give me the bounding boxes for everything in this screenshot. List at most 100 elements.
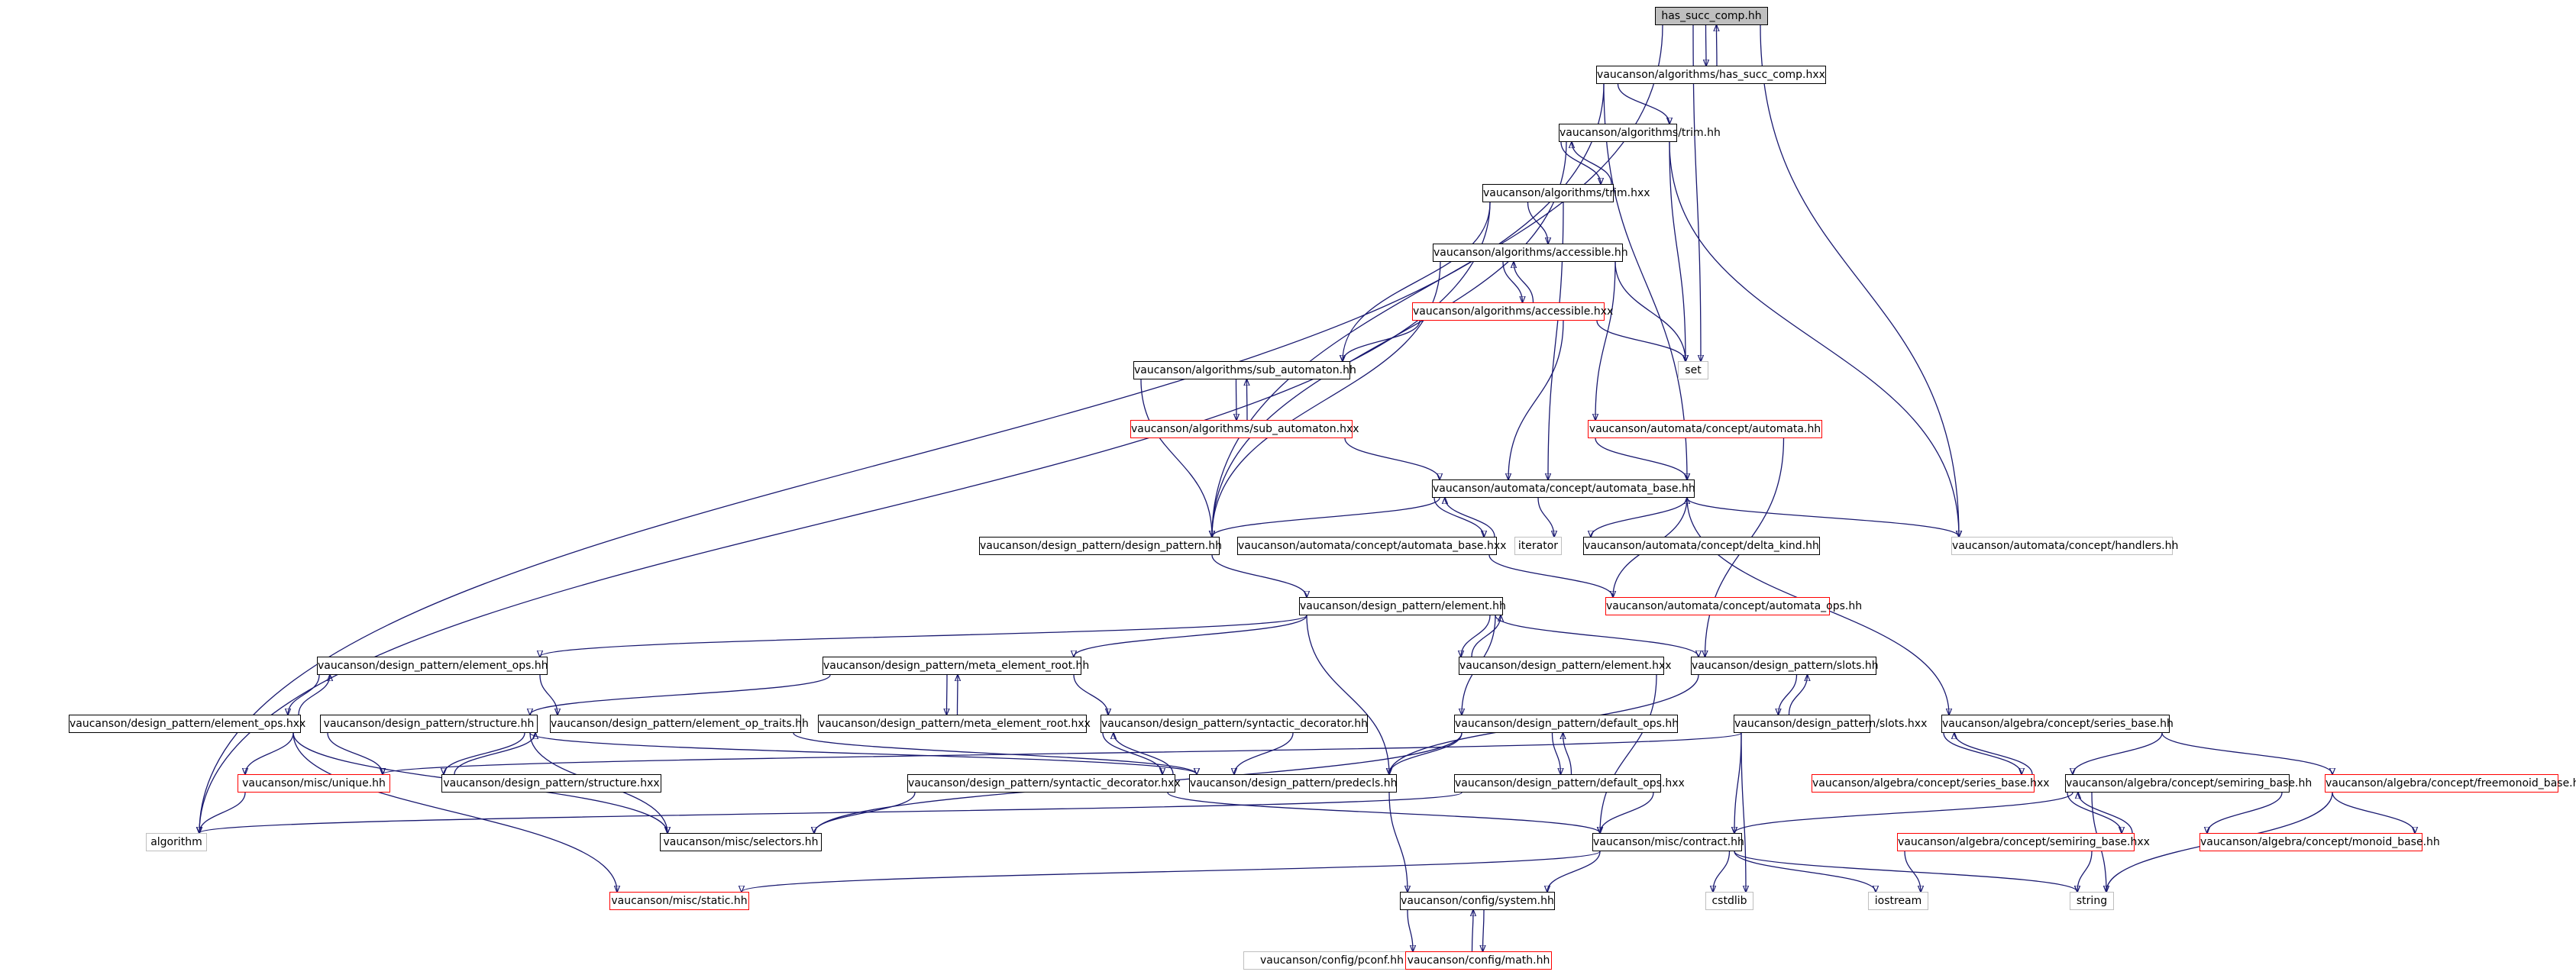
node-trim-hh[interactable]: vaucanson/algorithms/trim.hh: [1559, 124, 1721, 142]
node-syntactic-decorator-hh[interactable]: vaucanson/design_pattern/syntactic_decor…: [1101, 715, 1368, 733]
node-accessible-hxx[interactable]: vaucanson/algorithms/accessible.hxx: [1412, 302, 1613, 321]
edge-sub-automaton-hxx-to-sub-automaton-hh: [1247, 379, 1248, 421]
edge-element-ops-hxx-to-unique-hh: [245, 732, 294, 774]
edge-automata-hh-to-automata-base-hh: [1595, 437, 1687, 479]
edge-math-hh-to-system-hh: [1472, 910, 1474, 952]
node-iostream[interactable]: iostream: [1868, 892, 1928, 910]
node-system-hh[interactable]: vaucanson/config/system.hh: [1400, 892, 1555, 910]
edge-semiring-base-hh-to-contract-hh: [1734, 792, 2073, 833]
node-pconf-hh[interactable]: vaucanson/config/pconf.hh: [1243, 951, 1421, 970]
node-element-hh[interactable]: vaucanson/design_pattern/element.hh: [1299, 597, 1506, 615]
edge-element-hh-to-predecls-hh: [1306, 615, 1389, 774]
edge-system-hh-to-math-hh: [1483, 909, 1485, 951]
edge-element-ops-hh-to-element-ops-hxx: [288, 674, 320, 715]
edge-sub-automaton-hh-to-sub-automaton-hxx: [1236, 379, 1237, 420]
node-handlers-hh[interactable]: vaucanson/automata/concept/handlers.hh: [1951, 537, 2178, 555]
node-string[interactable]: string: [2070, 892, 2114, 910]
edge-has-succ-comp-hh-to-has-succ-comp-hxx: [1706, 24, 1707, 66]
node-automata-ops-hh[interactable]: vaucanson/automata/concept/automata_ops.…: [1605, 597, 1862, 615]
node-contract-hh[interactable]: vaucanson/misc/contract.hh: [1592, 833, 1744, 851]
edge-element-hh-to-element-ops-hh: [540, 615, 1307, 657]
node-cstdlib[interactable]: cstdlib: [1705, 892, 1753, 910]
edge-semiring-base-hxx-to-semiring-base-hh: [2078, 793, 2133, 834]
edge-accessible-hxx-to-sub-automaton-hh: [1343, 320, 1421, 361]
edge-automata-base-hh-to-design-pattern-hh: [1212, 497, 1440, 537]
node-sub-automaton-hh[interactable]: vaucanson/algorithms/sub_automaton.hh: [1133, 361, 1356, 379]
edge-contract-hh-to-string: [1734, 851, 2077, 892]
edge-contract-hh-to-static-hh: [742, 851, 1601, 892]
edge-trim-hxx-to-sub-automaton-hh: [1343, 202, 1491, 361]
edge-structure-hxx-to-structure-hh: [454, 733, 535, 775]
node-automata-hh[interactable]: vaucanson/automata/concept/automata.hh: [1588, 420, 1822, 438]
edge-trim-hh-to-handlers-hh: [1669, 141, 1959, 537]
node-set[interactable]: set: [1678, 361, 1708, 379]
node-has-succ-comp-hh[interactable]: has_succ_comp.hh: [1655, 7, 1768, 25]
node-semiring-base-hxx[interactable]: vaucanson/algebra/concept/semiring_base.…: [1897, 833, 2150, 851]
edge-automata-base-hxx-to-automata-base-hh: [1445, 498, 1495, 538]
node-unique-hh[interactable]: vaucanson/misc/unique.hh: [238, 774, 390, 793]
edge-default-ops-hxx-to-algorithm: [199, 792, 1463, 833]
node-accessible-hh[interactable]: vaucanson/algorithms/accessible.hh: [1433, 244, 1628, 262]
node-freemonoid-base-hh[interactable]: vaucanson/algebra/concept/freemonoid_bas…: [2325, 774, 2576, 793]
node-automata-base-hxx[interactable]: vaucanson/automata/concept/automata_base…: [1237, 537, 1506, 555]
node-series-base-hh[interactable]: vaucanson/algebra/concept/series_base.hh: [1941, 715, 2174, 733]
edge-trim-hxx-to-algorithm: [199, 202, 1491, 833]
node-math-hh[interactable]: vaucanson/config/math.hh: [1405, 951, 1552, 970]
edge-semiring-base-hh-to-semiring-base-hxx: [2067, 792, 2122, 833]
node-syntactic-decorator-hxx[interactable]: vaucanson/design_pattern/syntactic_decor…: [907, 774, 1181, 793]
edge-trim-hxx-to-trim-hh: [1572, 142, 1612, 185]
node-element-ops-hxx[interactable]: vaucanson/design_pattern/element_ops.hxx: [69, 715, 305, 733]
edge-accessible-hxx-to-accessible-hh: [1514, 262, 1534, 303]
edge-element-op-traits-hh-to-predecls-hh: [793, 732, 1197, 774]
node-element-op-traits-hh[interactable]: vaucanson/design_pattern/element_op_trai…: [550, 715, 809, 733]
node-has-succ-comp-hxx[interactable]: vaucanson/algorithms/has_succ_comp.hxx: [1596, 66, 1826, 84]
node-meta-element-root-hxx[interactable]: vaucanson/design_pattern/meta_element_ro…: [818, 715, 1091, 733]
node-series-base-hxx[interactable]: vaucanson/algebra/concept/series_base.hx…: [1812, 774, 2050, 793]
node-predecls-hh[interactable]: vaucanson/design_pattern/predecls.hh: [1189, 774, 1397, 793]
node-element-ops-hh[interactable]: vaucanson/design_pattern/element_ops.hh: [317, 657, 548, 675]
edge-element-ops-hxx-to-static-hh: [293, 732, 617, 892]
edge-default-ops-hh-to-predecls-hh: [1389, 732, 1463, 774]
edge-has-succ-comp-hxx-to-trim-hh: [1617, 83, 1670, 124]
node-algorithm[interactable]: algorithm: [146, 833, 207, 851]
edge-has-succ-comp-hxx-to-algorithm: [199, 83, 1605, 833]
node-element-hxx[interactable]: vaucanson/design_pattern/element.hxx: [1459, 657, 1672, 675]
edge-system-hh-to-pconf-hh: [1407, 909, 1413, 951]
edge-trim-hxx-to-accessible-hh: [1527, 202, 1549, 244]
node-monoid-base-hh[interactable]: vaucanson/algebra/concept/monoid_base.hh: [2199, 833, 2440, 851]
node-slots-hh[interactable]: vaucanson/design_pattern/slots.hh: [1691, 657, 1879, 675]
node-sub-automaton-hxx[interactable]: vaucanson/algorithms/sub_automaton.hxx: [1130, 420, 1359, 438]
edge-series-base-hxx-to-series-base-hh: [1954, 733, 2033, 775]
node-default-ops-hh[interactable]: vaucanson/design_pattern/default_ops.hh: [1454, 715, 1679, 733]
edge-has-succ-comp-hxx-to-has-succ-comp-hh: [1717, 25, 1718, 66]
edge-element-hh-to-slots-hh: [1495, 615, 1698, 657]
node-structure-hxx[interactable]: vaucanson/design_pattern/structure.hxx: [441, 774, 661, 793]
node-meta-element-root-hh[interactable]: vaucanson/design_pattern/meta_element_ro…: [823, 657, 1089, 675]
edge-automata-base-hxx-to-automata-ops-hh: [1488, 554, 1613, 597]
node-slots-hxx[interactable]: vaucanson/design_pattern/slots.hxx: [1734, 715, 1927, 733]
node-semiring-base-hh[interactable]: vaucanson/algebra/concept/semiring_base.…: [2065, 774, 2312, 793]
edge-syntactic-decorator-hh-to-syntactic-decorator-hxx: [1102, 732, 1162, 774]
edge-element-hxx-to-contract-hh: [1600, 674, 1657, 833]
edge-element-hh-to-element-hxx: [1461, 615, 1491, 657]
edge-has-succ-comp-hh-to-handlers-hh: [1760, 24, 1959, 537]
edge-slots-hxx-to-unique-hh: [383, 732, 1742, 774]
edge-element-ops-hh-to-element-op-traits-hh: [539, 674, 558, 715]
node-design-pattern-hh[interactable]: vaucanson/design_pattern/design_pattern.…: [979, 537, 1222, 555]
edge-accessible-hxx-to-automata-base-hh: [1508, 320, 1564, 479]
node-default-ops-hxx[interactable]: vaucanson/design_pattern/default_ops.hxx: [1454, 774, 1685, 793]
node-delta-kind-hh[interactable]: vaucanson/automata/concept/delta_kind.hh: [1583, 537, 1820, 555]
node-automata-base-hh[interactable]: vaucanson/automata/concept/automata_base…: [1432, 479, 1695, 498]
node-trim-hxx[interactable]: vaucanson/algorithms/trim.hxx: [1482, 184, 1650, 202]
edge-sub-automaton-hh-to-design-pattern-hh: [1140, 379, 1212, 537]
node-iterator[interactable]: iterator: [1514, 537, 1562, 555]
node-structure-hh[interactable]: vaucanson/design_pattern/structure.hh: [320, 715, 538, 733]
edge-accessible-hh-to-automata-hh: [1595, 261, 1616, 420]
edge-slots-hxx-to-slots-hh: [1788, 675, 1808, 715]
node-static-hh[interactable]: vaucanson/misc/static.hh: [609, 892, 749, 910]
edge-series-base-hh-to-series-base-hxx: [1943, 732, 2022, 774]
edge-accessible-hxx-to-set: [1596, 320, 1686, 361]
edge-structure-hh-to-predecls-hh: [529, 732, 1197, 774]
node-selectors-hh[interactable]: vaucanson/misc/selectors.hh: [660, 833, 822, 851]
